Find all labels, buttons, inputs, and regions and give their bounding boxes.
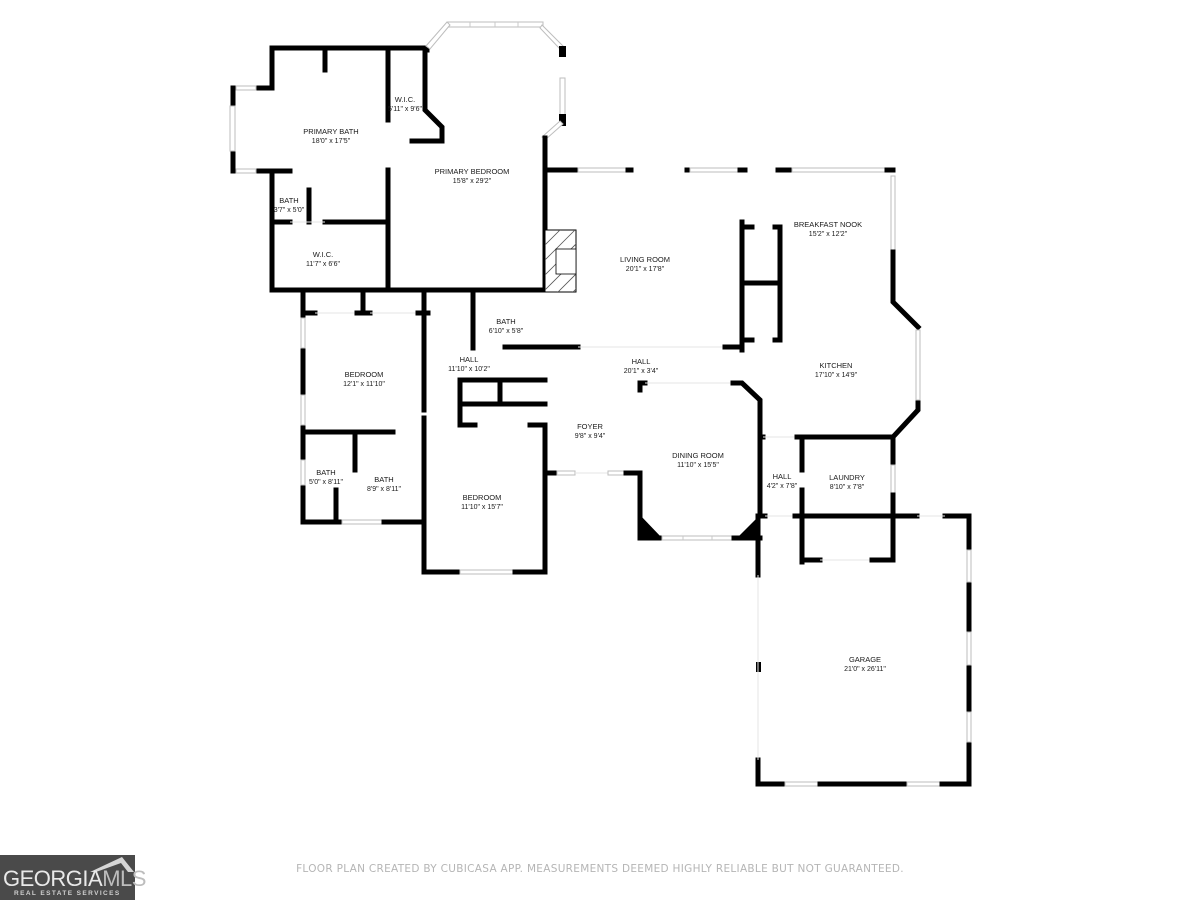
room-label-laundry: LAUNDRY 8'10" x 7'8" bbox=[829, 473, 865, 491]
svg-text:12'1" x 11'10": 12'1" x 11'10" bbox=[343, 381, 385, 388]
svg-text:20'1" x 3'4": 20'1" x 3'4" bbox=[624, 368, 659, 375]
svg-text:LAUNDRY: LAUNDRY bbox=[829, 473, 865, 482]
room-label-hall-1: HALL 11'10" x 10'2" bbox=[448, 355, 490, 373]
disclaimer-text: FLOOR PLAN CREATED BY CUBICASA APP. MEAS… bbox=[296, 863, 904, 875]
svg-text:LIVING ROOM: LIVING ROOM bbox=[620, 255, 670, 264]
svg-text:5'11" x 9'6": 5'11" x 9'6" bbox=[388, 106, 422, 113]
room-label-wic-1: W.I.C. 5'11" x 9'6" bbox=[388, 95, 422, 113]
svg-text:5'0" x 8'11": 5'0" x 8'11" bbox=[309, 479, 343, 486]
room-label-primary-bath: PRIMARY BATH 18'0" x 17'5" bbox=[303, 127, 358, 145]
svg-text:21'0" x 26'11": 21'0" x 26'11" bbox=[844, 666, 886, 673]
room-label-garage: GARAGE 21'0" x 26'11" bbox=[844, 655, 886, 673]
south-bedroom-walls bbox=[421, 422, 561, 575]
roof-icon bbox=[90, 857, 134, 872]
room-label-wic-2: W.I.C. 11'7" x 6'6" bbox=[306, 250, 340, 268]
svg-text:BATH: BATH bbox=[496, 317, 515, 326]
room-label-bath-2: BATH 6'10" x 5'8" bbox=[489, 317, 524, 335]
svg-text:8'10" x 7'8": 8'10" x 7'8" bbox=[830, 484, 865, 491]
room-label-bedroom-1: BEDROOM 12'1" x 11'10" bbox=[343, 370, 385, 388]
logo-tagline: REAL ESTATE SERVICES bbox=[14, 890, 121, 897]
svg-text:8'9" x 8'11": 8'9" x 8'11" bbox=[367, 486, 401, 493]
svg-text:BATH: BATH bbox=[316, 468, 335, 477]
svg-text:HALL: HALL bbox=[632, 357, 651, 366]
svg-text:BATH: BATH bbox=[279, 196, 298, 205]
svg-text:11'10" x 15'5": 11'10" x 15'5" bbox=[677, 462, 719, 469]
laundry-walls bbox=[757, 434, 920, 565]
room-label-dining-room: DINING ROOM 11'10" x 15'5" bbox=[672, 451, 724, 469]
svg-text:15'8" x 29'2": 15'8" x 29'2" bbox=[453, 178, 492, 185]
georgia-mls-logo: GEORGIAMLS REAL ESTATE SERVICES bbox=[0, 855, 146, 900]
room-labels: PRIMARY BATH 18'0" x 17'5" W.I.C. 5'11" … bbox=[274, 95, 887, 673]
logo-brand-main: GEORGIA bbox=[3, 866, 103, 891]
svg-text:W.I.C.: W.I.C. bbox=[313, 250, 333, 259]
room-label-bath-3: BATH 5'0" x 8'11" bbox=[309, 468, 343, 486]
svg-text:BATH: BATH bbox=[374, 475, 393, 484]
room-label-bedroom-2: BEDROOM 11'10" x 15'7" bbox=[461, 493, 503, 511]
room-label-bath-1: BATH 3'7" x 5'0" bbox=[274, 196, 305, 214]
room-label-breakfast-nook: BREAKFAST NOOK 15'2" x 12'2" bbox=[794, 220, 862, 238]
room-label-hall-3: HALL 4'2" x 7'8" bbox=[767, 472, 798, 490]
central-walls bbox=[502, 167, 922, 563]
svg-text:18'0" x 17'5": 18'0" x 17'5" bbox=[312, 138, 351, 145]
room-label-foyer: FOYER 9'8" x 9'4" bbox=[575, 422, 606, 440]
svg-text:11'10" x 10'2": 11'10" x 10'2" bbox=[448, 366, 490, 373]
svg-text:DINING ROOM: DINING ROOM bbox=[672, 451, 724, 460]
bath-hall-walls bbox=[457, 287, 548, 428]
room-label-kitchen: KITCHEN 17'10" x 14'9" bbox=[815, 361, 858, 379]
room-label-living-room: LIVING ROOM 20'1" x 17'8" bbox=[620, 255, 670, 273]
svg-text:KITCHEN: KITCHEN bbox=[820, 361, 853, 370]
room-label-hall-2: HALL 20'1" x 3'4" bbox=[624, 357, 659, 375]
svg-text:6'10" x 5'8": 6'10" x 5'8" bbox=[489, 328, 524, 335]
west-bedroom-walls bbox=[300, 287, 431, 575]
svg-text:4'2" x 7'8": 4'2" x 7'8" bbox=[767, 483, 798, 490]
svg-text:HALL: HALL bbox=[773, 472, 792, 481]
svg-text:PRIMARY BATH: PRIMARY BATH bbox=[303, 127, 358, 136]
svg-text:W.I.C.: W.I.C. bbox=[395, 95, 415, 104]
logo-brand: GEORGIAMLS bbox=[3, 866, 146, 892]
room-label-bath-4: BATH 8'9" x 8'11" bbox=[367, 475, 401, 493]
svg-text:9'8" x 9'4": 9'8" x 9'4" bbox=[575, 433, 606, 440]
fireplace-icon bbox=[544, 229, 577, 293]
svg-text:BREAKFAST NOOK: BREAKFAST NOOK bbox=[794, 220, 862, 229]
svg-text:BEDROOM: BEDROOM bbox=[463, 493, 502, 502]
logo-brand-accent: MLS bbox=[102, 866, 146, 891]
svg-text:11'7" x 6'6": 11'7" x 6'6" bbox=[306, 261, 340, 268]
svg-text:BEDROOM: BEDROOM bbox=[345, 370, 384, 379]
svg-text:15'2" x 12'2": 15'2" x 12'2" bbox=[809, 231, 848, 238]
svg-text:HALL: HALL bbox=[460, 355, 479, 364]
primary-suite-walls bbox=[229, 45, 548, 293]
garage-walls bbox=[755, 513, 972, 787]
svg-text:3'7" x 5'0": 3'7" x 5'0" bbox=[274, 207, 305, 214]
svg-text:FOYER: FOYER bbox=[577, 422, 603, 431]
svg-text:20'1" x 17'8": 20'1" x 17'8" bbox=[626, 266, 665, 273]
svg-text:11'10" x 15'7": 11'10" x 15'7" bbox=[461, 504, 503, 511]
svg-text:GARAGE: GARAGE bbox=[849, 655, 881, 664]
foyer-dining-walls bbox=[556, 380, 763, 541]
svg-text:17'10" x 14'9": 17'10" x 14'9" bbox=[815, 372, 858, 379]
svg-text:PRIMARY BEDROOM: PRIMARY BEDROOM bbox=[435, 167, 510, 176]
room-label-primary-bedroom: PRIMARY BEDROOM 15'8" x 29'2" bbox=[435, 167, 510, 185]
